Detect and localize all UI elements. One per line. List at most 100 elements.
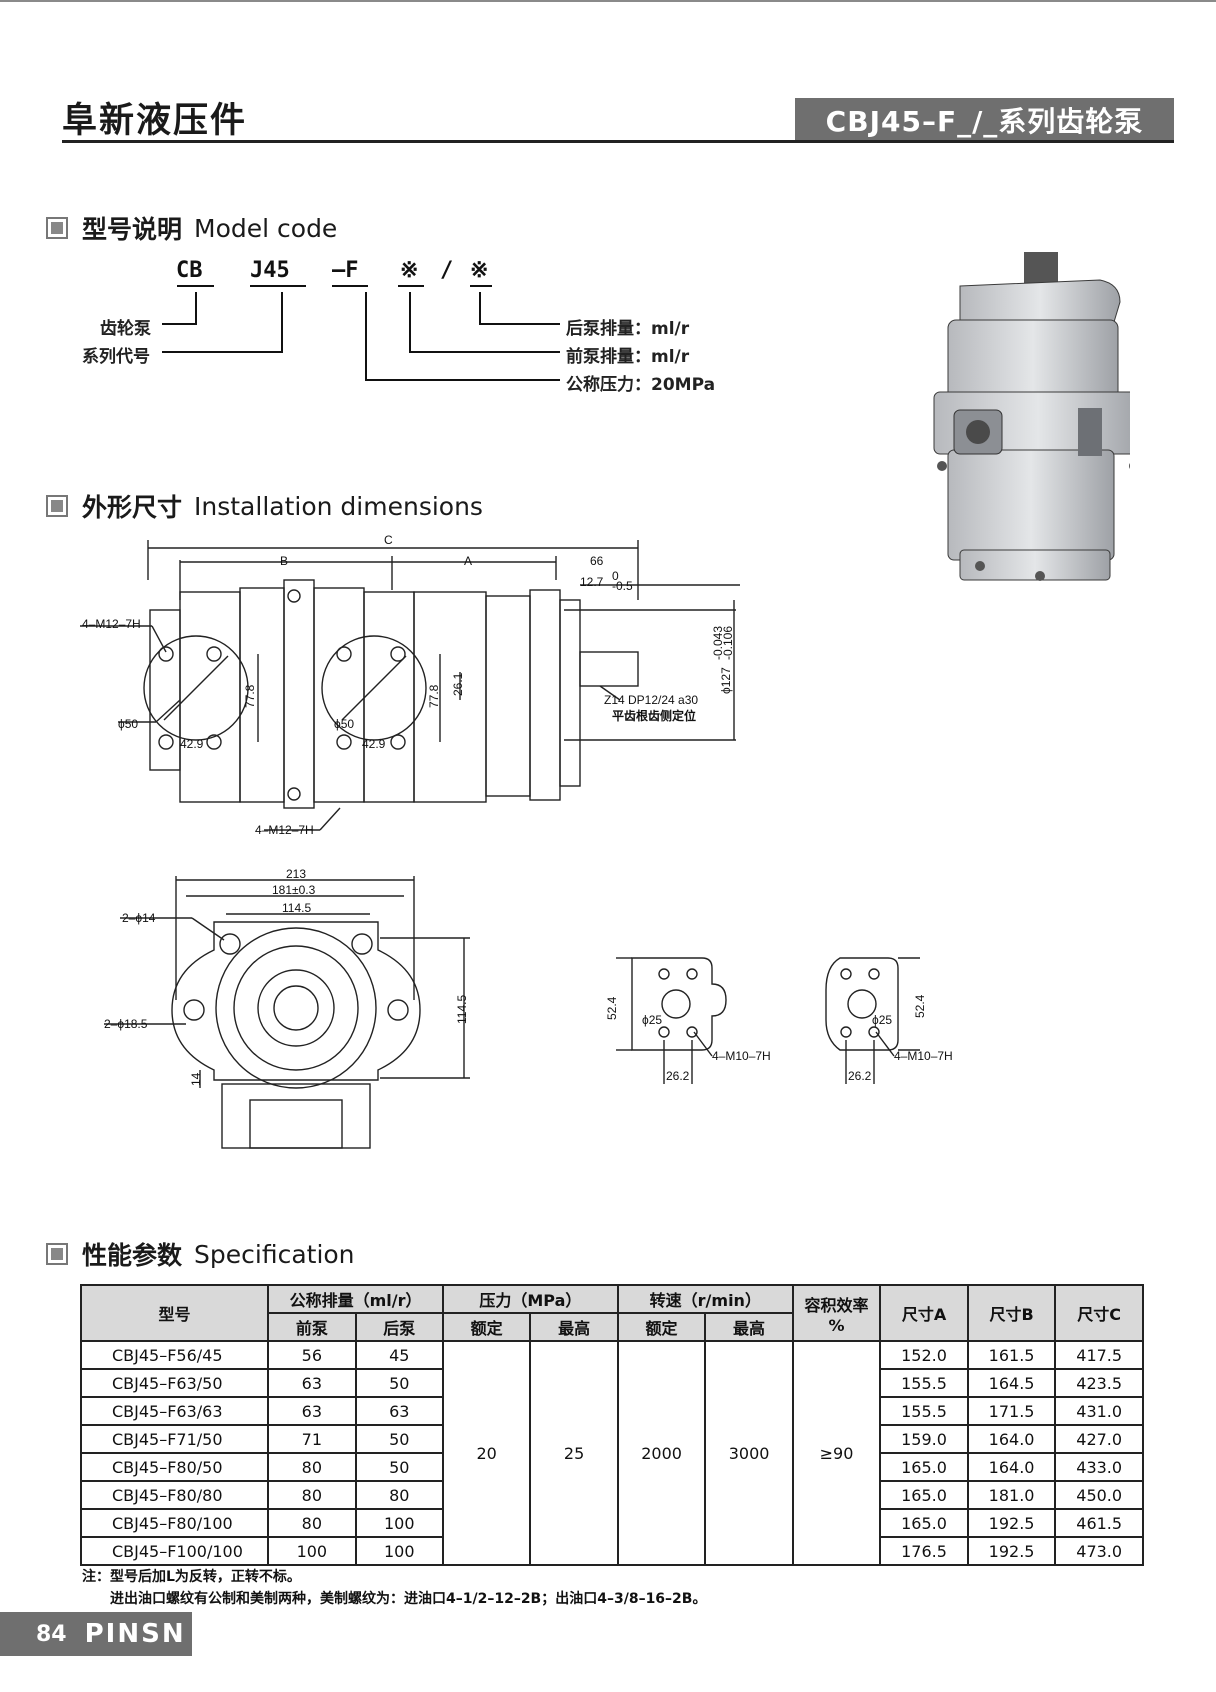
- cell-dim-a: 165.0: [879, 1480, 969, 1510]
- header-dim-a: 尺寸A: [879, 1284, 969, 1342]
- cell-rear: 50: [354, 1368, 444, 1398]
- flange2-52-4: 52.4: [913, 994, 927, 1018]
- cell-dim-b: 192.5: [966, 1508, 1057, 1538]
- cell-dim-b: 164.5: [966, 1368, 1057, 1398]
- dim-114-5-h: 114.5: [282, 901, 311, 915]
- flange1-52-4: 52.4: [605, 996, 619, 1020]
- series-tab: CBJ45–F_/_系列齿轮泵: [795, 98, 1174, 142]
- cell-rear: 80: [354, 1480, 444, 1510]
- flange-1: [616, 957, 727, 1084]
- header-rear: 后泵: [354, 1312, 444, 1342]
- cell-front: 80: [267, 1452, 357, 1482]
- flange2-26-2: 26.2: [848, 1069, 872, 1083]
- dim-77-8-b: 77.8: [427, 684, 441, 708]
- code-leaders: [162, 285, 560, 381]
- header-displacement: 公称排量（ml/r）: [267, 1284, 444, 1314]
- dim-phi127-tol-up: -0.043: [711, 626, 725, 660]
- cell-dim-a: 165.0: [879, 1452, 969, 1482]
- section-title-cn: 外形尺寸: [82, 493, 183, 522]
- flange2-phi25: ϕ25: [872, 1013, 892, 1027]
- dim-42-9-a: 42.9: [180, 737, 204, 751]
- flange1-phi25: ϕ25: [642, 1013, 662, 1027]
- cell-dim-c: 417.5: [1054, 1340, 1144, 1370]
- table-row: CBJ45–F63/50 63 50 155.5 164.5 423.5: [79, 1368, 1144, 1398]
- dim-spline: Z14 DP12/24 a30: [604, 693, 698, 707]
- cell-dim-c: 433.0: [1054, 1452, 1144, 1482]
- note-line-1: 注：型号后加L为反转，正转不标。: [82, 1569, 301, 1585]
- header-max-speed: 最高: [704, 1312, 794, 1342]
- label-front-disp: 前泵排量：ml/r: [566, 347, 690, 367]
- header-rated-pressure: 额定: [441, 1312, 532, 1342]
- header-speed: 转速（r/min）: [616, 1284, 794, 1314]
- code-f: –F: [332, 258, 359, 283]
- cell-efficiency: ≥90: [791, 1340, 882, 1566]
- section-model-code: 型号说明 Model code: [46, 210, 337, 246]
- cell-dim-c: 473.0: [1054, 1536, 1144, 1566]
- section-specification: 性能参数 Specification: [46, 1236, 355, 1272]
- footer-tab: 84 PINSN: [0, 1612, 192, 1656]
- dim-42-9-b: 42.9: [362, 737, 386, 751]
- section-bullet-icon: [46, 217, 68, 239]
- header-rule: [62, 140, 1174, 143]
- flange1-m10: 4–M10–7H: [712, 1049, 771, 1063]
- top-border: [0, 0, 1216, 2]
- dim-12-7-tol-dn: -0.5: [612, 579, 633, 593]
- cell-model: CBJ45–F100/100: [79, 1536, 270, 1566]
- table-row: CBJ45–F56/45 56 45 20 25 2000 3000 ≥90 1…: [79, 1340, 1144, 1566]
- table-row: CBJ45–F71/50 71 50 159.0 164.0 427.0: [79, 1424, 1144, 1454]
- flange-2: [825, 957, 920, 1084]
- dim-2-phi18-5: 2–ϕ18.5: [104, 1017, 148, 1031]
- brand-title: 阜新液压件: [62, 101, 248, 141]
- cell-front: 63: [267, 1396, 357, 1426]
- code-front-mark: ※: [400, 258, 419, 283]
- cell-rear: 63: [354, 1396, 444, 1426]
- cell-model: CBJ45–F80/50: [79, 1452, 270, 1482]
- dim-m12-bottom: 4–M12–7H: [255, 823, 314, 837]
- cell-dim-a: 155.5: [879, 1368, 969, 1398]
- section-bullet-icon: [46, 1243, 68, 1265]
- header-model: 型号: [79, 1284, 270, 1342]
- code-j45: J45: [250, 258, 290, 283]
- cell-front: 100: [267, 1536, 357, 1566]
- dim-spline-note: 平齿根齿侧定位: [612, 708, 696, 723]
- pump-product-image: [933, 252, 1130, 581]
- cell-model: CBJ45–F80/100: [79, 1508, 270, 1538]
- label-series-code: 系列代号: [82, 347, 150, 367]
- table-row: CBJ45–F100/100 100 100 176.5 192.5 473.0: [79, 1536, 1144, 1566]
- label-rear-disp: 后泵排量：ml/r: [566, 319, 690, 339]
- section-title-cn: 型号说明: [82, 215, 183, 244]
- cell-dim-a: 152.0: [879, 1340, 969, 1370]
- cell-rear: 100: [354, 1536, 444, 1566]
- section-title-cn: 性能参数: [82, 1241, 183, 1270]
- cell-max-speed: 3000: [704, 1340, 794, 1566]
- cell-dim-c: 461.5: [1054, 1508, 1144, 1538]
- cell-model: CBJ45–F63/50: [79, 1368, 270, 1398]
- nameplate: [1078, 408, 1102, 456]
- cell-dim-a: 159.0: [879, 1424, 969, 1454]
- note-line-2: 进出油口螺纹有公制和美制两种，美制螺纹为：进油口4–1/2–12–2B；出油口4…: [110, 1591, 707, 1607]
- cell-dim-b: 161.5: [966, 1340, 1057, 1370]
- dim-phi50-a: ϕ50: [118, 717, 138, 731]
- page-number: 84: [36, 1621, 67, 1647]
- cell-dim-b: 192.5: [966, 1536, 1057, 1566]
- dim-2-phi14: 2–ϕ14: [122, 911, 156, 925]
- cell-rear: 45: [354, 1340, 444, 1370]
- dim-12-7: 12.7: [580, 575, 604, 589]
- dim-114-5-v: 114.5: [455, 995, 469, 1024]
- spec-table: 型号 公称排量（ml/r） 压力（MPa） 转速（r/min） 容积效率% 尺寸…: [79, 1284, 1144, 1566]
- header-efficiency: 容积效率%: [791, 1284, 882, 1342]
- cell-dim-c: 423.5: [1054, 1368, 1144, 1398]
- section-title-en: Specification: [194, 1239, 355, 1269]
- header-dim-b: 尺寸B: [966, 1284, 1057, 1342]
- label-pressure: 公称压力：20MPa: [566, 375, 716, 395]
- dim-77-8-a: 77.8: [243, 684, 257, 708]
- cell-max-pressure: 25: [529, 1340, 619, 1566]
- dim-a: A: [464, 554, 472, 568]
- dim-phi127-tol-dn: -0.106: [721, 626, 735, 660]
- cell-model: CBJ45–F80/80: [79, 1480, 270, 1510]
- header-front: 前泵: [267, 1312, 357, 1342]
- code-rear-mark: ※: [470, 258, 489, 283]
- dim-m12-top: 4–M12–7H: [82, 617, 141, 631]
- section-title-en: Model code: [194, 213, 338, 243]
